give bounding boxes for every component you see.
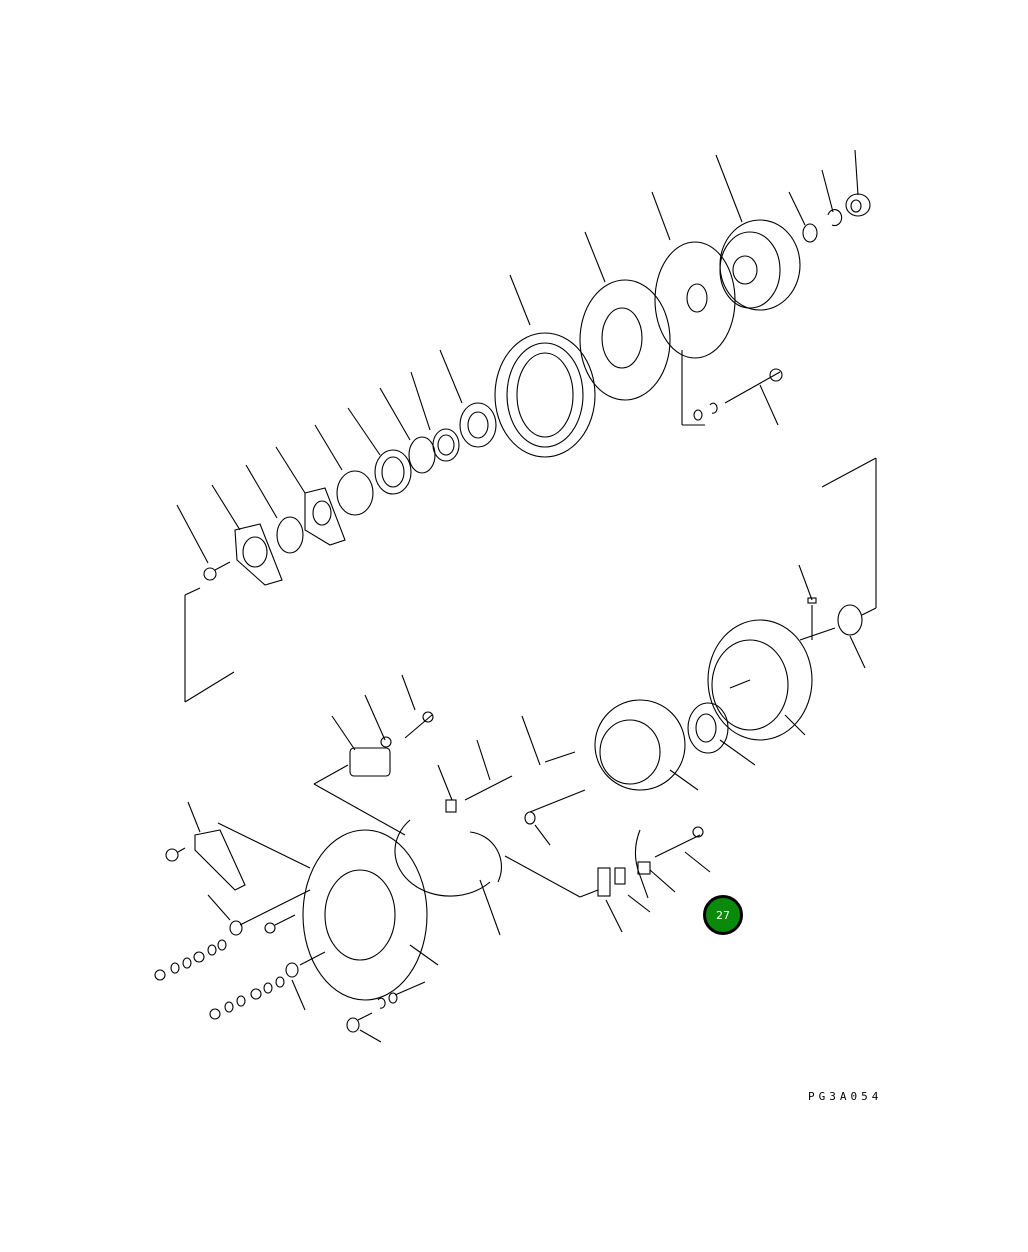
rear-housing-group <box>154 674 711 1043</box>
pulley-group <box>439 149 871 458</box>
drawing-code: PG3A054 <box>808 1090 883 1103</box>
bearing-stack-group <box>176 371 460 703</box>
rotor-group <box>594 457 877 791</box>
callout-badge[interactable]: 27 <box>703 895 743 935</box>
